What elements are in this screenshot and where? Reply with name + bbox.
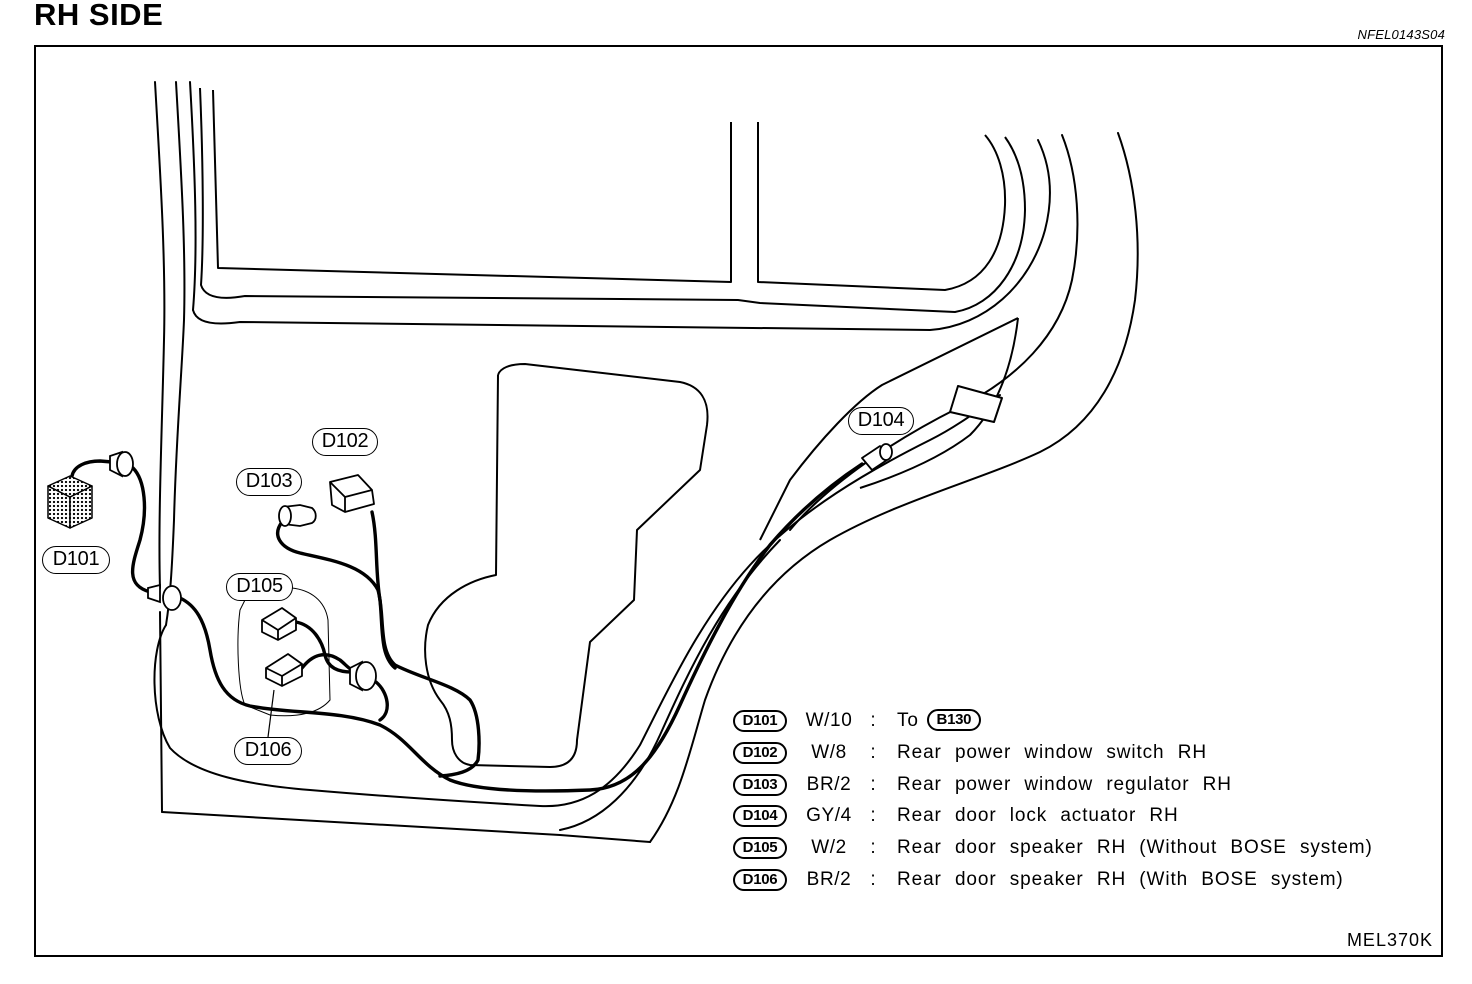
- grommet-3: [349, 660, 377, 692]
- latch-area: [759, 317, 1019, 541]
- label-d106: D106: [234, 737, 302, 765]
- window-frame: [199, 87, 1026, 313]
- door-inner-bottom: [153, 394, 1001, 808]
- connector-d102-shape: [329, 474, 375, 513]
- door-inner-edge-right: [789, 134, 1079, 531]
- legend-separator: :: [870, 774, 876, 795]
- door-left-edge-lower: [159, 611, 163, 813]
- latch-wedge-upper: [759, 317, 1019, 541]
- legend-connector-badge: D101: [733, 710, 787, 732]
- wire-d101-to-grommet: [70, 459, 114, 478]
- door-left-edge: [154, 81, 166, 589]
- wire-d103: [276, 520, 481, 778]
- d106-leader-line: [267, 689, 275, 738]
- door-inner-edge-left: [165, 81, 186, 626]
- legend-separator: :: [870, 710, 876, 731]
- grommet-2: [147, 583, 182, 611]
- figure-code: MEL370K: [1346, 930, 1433, 950]
- legend-wire-spec: BR/2: [806, 869, 852, 890]
- window-outer-frame: [199, 87, 1026, 313]
- legend-wire-spec: GY/4: [806, 805, 852, 826]
- wire-speaker-branch: [374, 680, 389, 722]
- legend-connector-badge: D106: [733, 869, 787, 891]
- legend-separator: :: [870, 742, 876, 763]
- legend-row-d101: D101 W/10 : To B130: [733, 705, 1393, 737]
- wire-d102: [370, 510, 397, 670]
- wire-grommet-to-door: [130, 466, 152, 594]
- wire-main-trunk: [178, 462, 864, 793]
- label-d104: D104: [848, 407, 914, 435]
- legend-wire-spec: W/8: [811, 742, 847, 763]
- legend-wire-spec: W/2: [811, 837, 847, 858]
- legend-connector-badge: D102: [733, 742, 787, 764]
- legend-row-d106: D106 BR/2 : Rear door speaker RH (With B…: [733, 864, 1393, 896]
- legend-description: Rear door speaker RH (Without BOSE syste…: [897, 837, 1373, 858]
- connector-d101-shape: [47, 475, 93, 529]
- trim-pocket-outline: [451, 363, 709, 768]
- legend-row-d103: D103 BR/2 : Rear power window regulator …: [733, 769, 1393, 801]
- legend-description: Rear door speaker RH (With BOSE system): [897, 869, 1344, 890]
- grommet-1: [109, 450, 134, 478]
- legend-separator: :: [870, 837, 876, 858]
- d105-group-boundary: [237, 587, 331, 717]
- door-bottom-edge: [161, 811, 651, 843]
- legend-wire-spec: BR/2: [806, 774, 852, 795]
- legend-connector-badge: D104: [733, 805, 787, 827]
- reference-code: NFEL0143S04: [1357, 27, 1445, 42]
- connector-d104-shape: [861, 443, 893, 471]
- beltline: [192, 139, 1051, 331]
- wire-harness: [70, 459, 864, 793]
- wire-d106: [300, 653, 354, 672]
- connector-d106-shape: [265, 653, 303, 687]
- legend-connector-badge: D105: [733, 837, 787, 859]
- legend-destination-badge: B130: [926, 708, 981, 731]
- diagram-frame: [34, 45, 1443, 957]
- front-window-glass: [212, 89, 732, 283]
- legend-row-d102: D102 W/8 : Rear power window switch RH: [733, 737, 1393, 769]
- label-d103: D103: [236, 468, 302, 496]
- trim-panel: [424, 363, 709, 768]
- label-d102: D102: [312, 428, 378, 456]
- legend-description: Rear power window regulator RH: [897, 774, 1232, 795]
- label-d105: D105: [226, 573, 293, 601]
- legend-row-d105: D105 W/2 : Rear door speaker RH (Without…: [733, 832, 1393, 864]
- legend-description: Rear power window switch RH: [897, 742, 1207, 763]
- legend-connector-badge: D103: [733, 774, 787, 796]
- connector-d103-shape: [278, 504, 317, 527]
- door-right-edge: [649, 132, 1139, 843]
- legend-wire-spec: W/10: [805, 710, 853, 731]
- legend-description-text: To: [897, 710, 919, 731]
- connector-d105-shape: [261, 607, 297, 641]
- legend-separator: :: [870, 805, 876, 826]
- page-title: RH SIDE: [34, 0, 164, 32]
- legend-row-d104: D104 GY/4 : Rear door lock actuator RH: [733, 800, 1393, 832]
- label-d101: D101: [42, 546, 110, 574]
- latch-plate: [949, 385, 1003, 423]
- legend-separator: :: [870, 869, 876, 890]
- legend-description: Rear door lock actuator RH: [897, 805, 1179, 826]
- door-pillar-line: [189, 81, 197, 311]
- latch-wedge-lower: [859, 317, 1019, 489]
- rear-window-glass: [757, 122, 1007, 291]
- legend-description: To B130: [897, 705, 981, 737]
- trim-pocket-left: [424, 374, 499, 741]
